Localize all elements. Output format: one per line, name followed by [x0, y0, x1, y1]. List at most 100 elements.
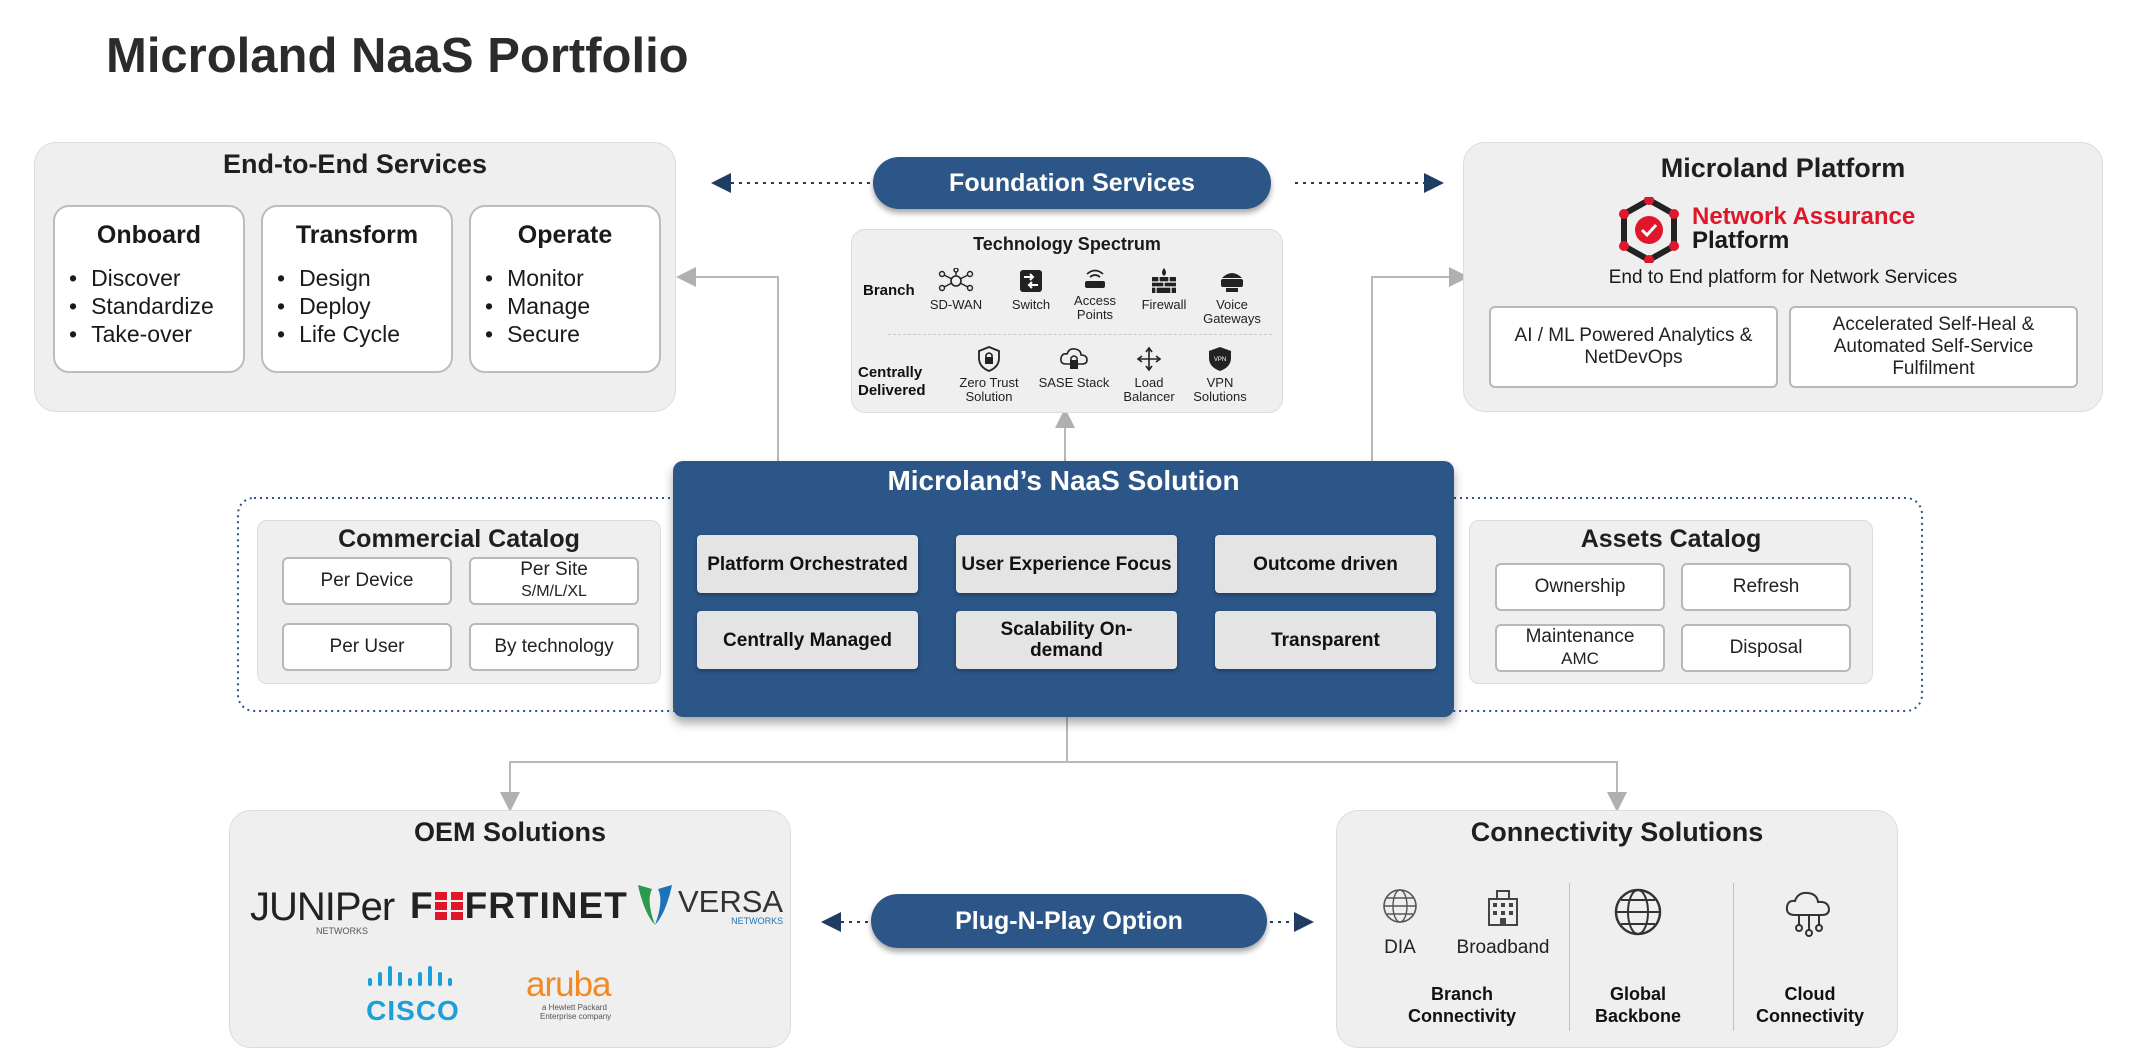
- naas-title: Microland’s NaaS Solution: [887, 465, 1240, 496]
- tech-item-label: Zero Trust Solution: [959, 375, 1019, 404]
- commercial-catalog-panel: Commercial Catalog Per Device Per Site S…: [257, 520, 661, 684]
- tech-spectrum-title: Technology Spectrum: [973, 234, 1161, 254]
- tech-item-label: VPN Solutions: [1193, 375, 1247, 404]
- central-label: Centrally Delivered: [858, 364, 926, 400]
- cisco-logo: CISCO: [366, 966, 460, 1027]
- assets-title: Assets Catalog: [1580, 525, 1762, 553]
- building-icon: [1488, 890, 1518, 926]
- category-line: Backbone: [1594, 1006, 1682, 1026]
- conn-item-label: Broadband: [1456, 937, 1550, 958]
- naas-transparent: Transparent: [1215, 611, 1436, 669]
- tech-item-switch: Switch: [1006, 268, 1056, 312]
- onboard-title: Onboard: [96, 221, 202, 249]
- versa-logo: VERSA NETWORKS: [636, 883, 783, 927]
- category-line: Connectivity: [1755, 1006, 1865, 1026]
- firewall-icon: [1152, 268, 1176, 293]
- foundation-services-pill: Foundation Services: [873, 157, 1271, 209]
- connectivity-solutions-panel: Connectivity Solutions DIA Broadband: [1336, 810, 1898, 1048]
- tech-item-sdwan: SD-WAN: [926, 268, 986, 312]
- transform-card: Transform Design Deploy Life Cycle: [261, 205, 453, 373]
- arrow-naas-to-platform: [1371, 267, 1469, 465]
- tech-item-voice-gateways: Voice Gateways: [1199, 268, 1265, 326]
- dia-globe-icon: [1383, 889, 1417, 923]
- conn-item-dia: DIA: [1365, 887, 1435, 959]
- end-to-end-title: End-to-End Services: [222, 149, 488, 179]
- connectivity-title: Connectivity Solutions: [1470, 817, 1764, 847]
- aruba-logo: aruba a Hewlett Packard Enterprise compa…: [526, 965, 612, 1021]
- category-line: Branch: [1430, 984, 1493, 1004]
- category-cloud-connectivity: Cloud Connectivity: [1745, 983, 1875, 1027]
- oem-solutions-panel: OEM Solutions JUNIPer NETWORKS F FRTINET…: [229, 810, 791, 1048]
- conn-divider-1: [1569, 883, 1570, 1031]
- catalog-per-device: Per Device: [282, 557, 452, 605]
- tech-item-label: SASE Stack: [1038, 375, 1110, 390]
- tech-item-sase: SASE Stack: [1037, 346, 1111, 390]
- category-line: Connectivity: [1407, 1006, 1517, 1026]
- technology-spectrum-panel: Technology Spectrum Branch Centrally Del…: [851, 229, 1283, 413]
- category-branch-connectivity: Branch Connectivity: [1397, 983, 1527, 1027]
- naas-outcome-driven: Outcome driven: [1215, 535, 1436, 593]
- category-global-backbone: Global Backbone: [1583, 983, 1693, 1027]
- platform-box-selfheal: Accelerated Self-Heal & Automated Self-S…: [1789, 306, 2078, 388]
- fortinet-o-icon: [434, 892, 463, 920]
- transform-title: Transform: [295, 221, 419, 249]
- tech-divider: [888, 334, 1272, 335]
- tech-item-load-balancer: Load Balancer: [1116, 346, 1182, 404]
- versa-v-icon: [638, 885, 672, 925]
- plug-n-play-pill: Plug-N-Play Option: [871, 894, 1267, 948]
- asset-ownership: Ownership: [1495, 563, 1665, 611]
- aruba-text: aruba: [526, 965, 612, 1004]
- platform-brand-line2: Platform: [1692, 227, 1790, 254]
- load-balancer-icon: [1136, 346, 1162, 372]
- naas-scalability: Scalability On-demand: [956, 611, 1177, 669]
- fortinet-logo: F FRTINET: [410, 885, 628, 927]
- operate-title: Operate: [517, 221, 613, 249]
- list-item: Life Cycle: [277, 320, 451, 348]
- tech-item-label: Switch: [1011, 297, 1051, 312]
- conn-item-broadband: Broadband: [1451, 887, 1555, 959]
- list-item: Take-over: [69, 320, 243, 348]
- catalog-per-site: Per Site S/M/L/XL: [469, 557, 639, 605]
- fortinet-f: F: [410, 885, 433, 926]
- conn-divider-2: [1733, 883, 1734, 1031]
- versa-sub: NETWORKS: [731, 916, 784, 926]
- list-item: Manage: [485, 292, 659, 320]
- cloud-network-icon: [1785, 891, 1831, 937]
- list-item: Secure: [485, 320, 659, 348]
- asset-maintenance: Maintenance AMC: [1495, 624, 1665, 672]
- oem-title: OEM Solutions: [414, 817, 606, 847]
- category-line: Cloud: [1784, 984, 1836, 1004]
- juniper-logo: JUNIPer NETWORKS: [250, 885, 395, 936]
- branch-label: Branch: [863, 282, 915, 299]
- fortinet-text: FRTINET: [464, 885, 628, 926]
- tech-item-access-points: Access Points: [1065, 268, 1125, 322]
- platform-title: Microland Platform: [1660, 153, 1906, 183]
- aruba-sub2: Enterprise company: [540, 1012, 612, 1021]
- asset-disposal: Disposal: [1681, 624, 1851, 672]
- naas-solution-panel: Microland’s NaaS Solution Platform Orche…: [673, 461, 1454, 717]
- list-item: Monitor: [485, 264, 659, 292]
- tech-item-label: Voice Gateways: [1203, 297, 1261, 326]
- cisco-bars-icon: [368, 966, 452, 986]
- tech-item-firewall: Firewall: [1134, 268, 1194, 312]
- tech-item-zero-trust: Zero Trust Solution: [956, 346, 1022, 404]
- network-assurance-logo-icon: [1619, 197, 1679, 263]
- arrow-naas-to-connectivity: [1067, 761, 1627, 812]
- platform-box-analytics: AI / ML Powered Analytics & NetDevOps: [1489, 306, 1778, 388]
- shield-lock-icon: [978, 346, 1000, 372]
- vpn-icon: VPN: [1209, 347, 1231, 371]
- central-label-line2: Delivered: [858, 382, 926, 399]
- access-point-icon: [1085, 269, 1105, 288]
- per-site-sizes: S/M/L/XL: [521, 583, 587, 600]
- arrow-naas-to-services: [676, 267, 779, 465]
- list-item: Deploy: [277, 292, 451, 320]
- versa-text: VERSA: [678, 884, 784, 919]
- list-item: Discover: [69, 264, 243, 292]
- assets-catalog-panel: Assets Catalog Ownership Refresh Mainten…: [1469, 520, 1873, 684]
- voice-gateway-icon: [1221, 273, 1243, 292]
- microland-platform-panel: Microland Platform Network Assurance Pla…: [1463, 142, 2103, 412]
- juniper-logo-text: JUNIPer: [250, 885, 395, 929]
- platform-brand-line1: Network Assurance: [1692, 203, 1916, 230]
- maintenance-amc: AMC: [1561, 649, 1599, 668]
- cisco-text: CISCO: [366, 995, 460, 1026]
